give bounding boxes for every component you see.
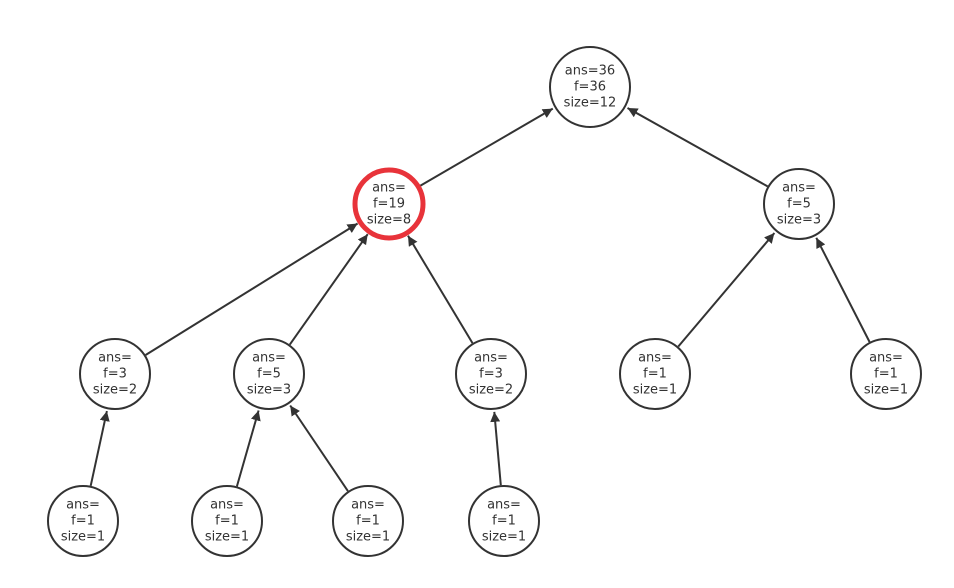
node-label-line: f=19 <box>373 197 405 212</box>
node-circle <box>549 46 631 128</box>
node-circle <box>191 485 263 557</box>
node-label-line: ans= <box>782 181 816 196</box>
highlighted-node-circle <box>352 167 426 241</box>
edge-arrow-right-to-root <box>627 107 769 188</box>
edge-arrow-left-a-to-left <box>145 222 359 356</box>
node-label-line: size=1 <box>633 383 677 398</box>
node-label-line: ans= <box>252 351 286 366</box>
edge-arrow-left-c-to-left <box>407 235 474 344</box>
edge-arrow-right-b-to-right <box>815 237 871 343</box>
node-label-line: size=3 <box>247 383 291 398</box>
edge-arrow-leaf-4-to-left-c <box>490 411 502 486</box>
edge-arrow-leaf-3-to-left-b <box>289 404 349 492</box>
node-label-line: size=2 <box>93 383 137 398</box>
node-label-line: ans= <box>372 181 406 196</box>
edge-arrow-left-to-root <box>418 107 554 188</box>
node-circle <box>763 168 835 240</box>
node-circle <box>47 485 119 557</box>
node-label-line: ans= <box>210 498 244 513</box>
node-circle <box>468 485 540 557</box>
node-circle <box>79 338 151 410</box>
edge-arrow-leaf-2-to-left-b <box>235 410 261 487</box>
edges <box>89 107 871 492</box>
node-label-line: size=1 <box>482 530 526 545</box>
node-label-line: size=1 <box>61 530 105 545</box>
node-label-line: size=3 <box>777 213 821 228</box>
node-label-line: size=1 <box>864 383 908 398</box>
node-label-line: f=1 <box>643 367 667 382</box>
node-label-line: f=3 <box>103 367 127 382</box>
node-label-line: ans= <box>351 498 385 513</box>
node-circle <box>455 338 527 410</box>
node-label-line: f=1 <box>215 514 239 529</box>
node-circle <box>233 338 305 410</box>
node-label-line: f=1 <box>492 514 516 529</box>
node-label-line: size=1 <box>205 530 249 545</box>
node-label-line: ans= <box>638 351 672 366</box>
node-label-line: ans= <box>487 498 521 513</box>
node-label-line: size=2 <box>469 383 513 398</box>
node-label-line: f=5 <box>787 197 811 212</box>
node-label-line: f=5 <box>257 367 281 382</box>
node-label-line: f=3 <box>479 367 503 382</box>
edge-arrow-leaf-1-to-left-a <box>89 410 110 487</box>
node-label-line: f=1 <box>874 367 898 382</box>
node-label-line: ans= <box>66 498 100 513</box>
node-label-line: f=1 <box>356 514 380 529</box>
node-label-line: size=1 <box>346 530 390 545</box>
node-label-line: ans= <box>98 351 132 366</box>
edge-arrow-left-b-to-left <box>288 233 369 346</box>
node-label-line: size=8 <box>367 213 411 228</box>
node-circle <box>850 338 922 410</box>
node-circle <box>332 485 404 557</box>
edge-arrow-right-a-to-right <box>677 232 776 348</box>
node-label-line: f=36 <box>574 80 606 95</box>
node-circle <box>619 338 691 410</box>
node-label-line: ans= <box>474 351 508 366</box>
nodes: ans=36f=36size=12ans=f=19size=8ans=f=5si… <box>47 46 922 557</box>
node-label-line: size=12 <box>564 96 617 111</box>
node-label-line: ans=36 <box>565 64 615 79</box>
node-label-line: ans= <box>869 351 903 366</box>
node-label-line: f=1 <box>71 514 95 529</box>
